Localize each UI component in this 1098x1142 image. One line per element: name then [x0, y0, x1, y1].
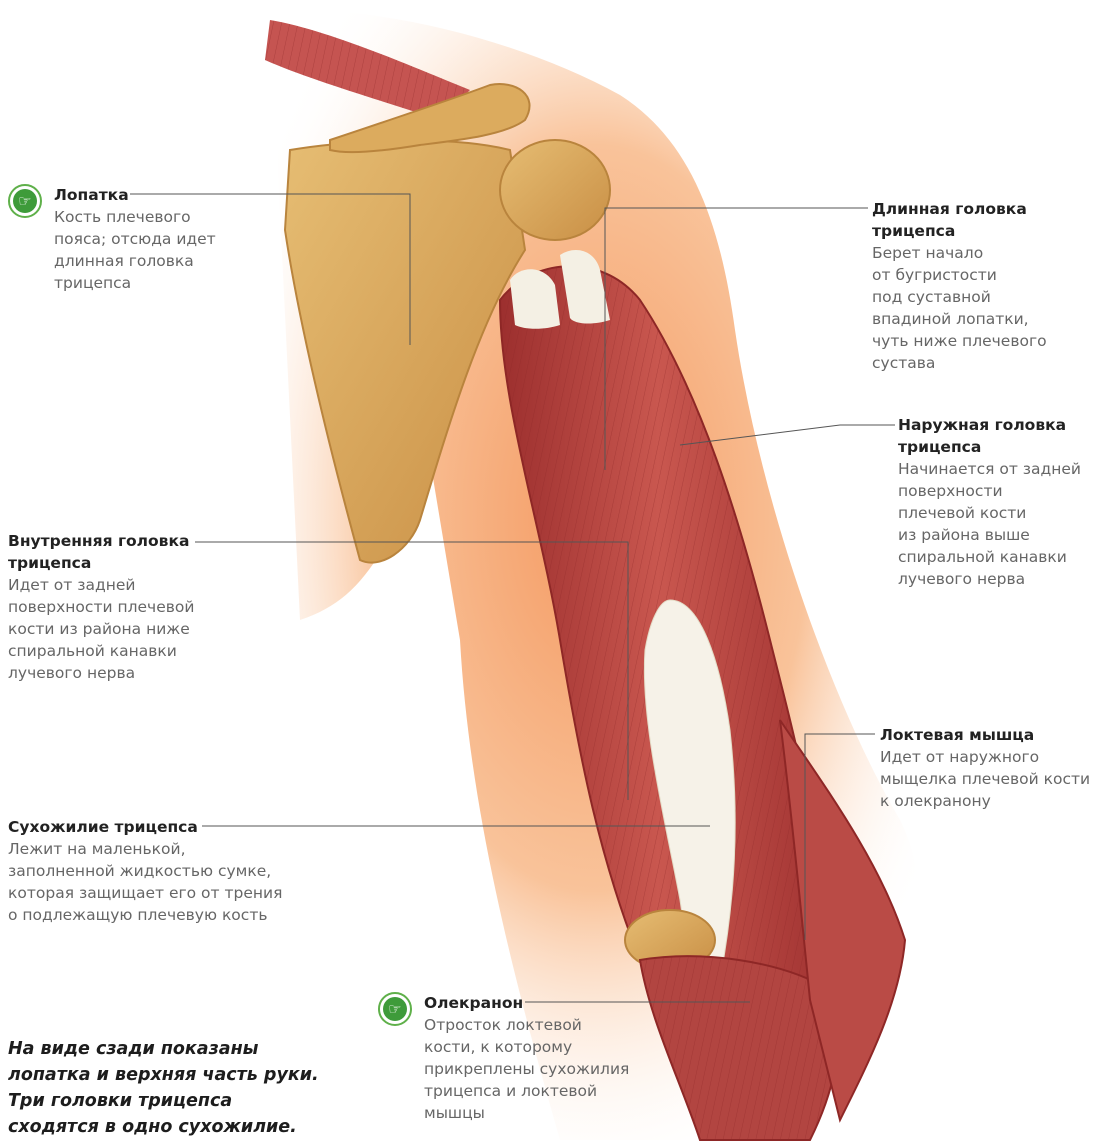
label-title: Олекранон [424, 994, 524, 1012]
pointing-hand-icon: ☞ [8, 184, 42, 218]
leader-line-scapula [130, 193, 411, 345]
label-title: Внутренняя головка трицепса [8, 532, 190, 572]
label-description: Лежит на маленькой, заполненной жидкость… [8, 840, 283, 924]
label-title: Сухожилие трицепса [8, 818, 198, 836]
leader-line-anconeus [804, 733, 875, 940]
label-description: Начинается от задней поверхности плечево… [898, 460, 1081, 588]
leader-line-lateral-head [679, 424, 895, 446]
trapezius-fibers [265, 20, 470, 120]
lateral-head-origin-tendon [560, 250, 610, 324]
label-description: Идет от наружного мыщелка плечевой кости… [880, 748, 1091, 810]
humeral-head [499, 139, 611, 241]
long-head-origin-tendon [510, 269, 560, 329]
label-title: Локтевая мышца [880, 726, 1035, 744]
figure-caption: На виде сзади показаны лопатка и верхняя… [8, 1039, 319, 1137]
leader-line-medial-head [195, 541, 629, 800]
label-olecranon: Олекранон Отросток локтевой кости, к кот… [424, 992, 629, 1124]
label-medial-head: Внутренняя головка трицепса Идет от задн… [8, 530, 194, 684]
leader-line-long-head [604, 207, 868, 470]
acromion [329, 83, 531, 154]
label-description: Отросток локтевой кости, к которому прик… [424, 1016, 630, 1122]
label-description: Берет начало от бугристости под суставно… [872, 244, 1047, 372]
scapula-bone [283, 139, 527, 564]
label-lateral-head: Наружная головка трицепса Начинается от … [898, 414, 1081, 590]
label-title: Лопатка [54, 186, 129, 204]
label-description: Идет от задней поверхности плечевой кост… [8, 576, 195, 682]
leader-lines [130, 193, 895, 1003]
label-long-head: Длинная головка трицепса Берет начало от… [872, 198, 1047, 374]
label-anconeus: Локтевая мышца Идет от наружного мыщелка… [880, 724, 1090, 812]
label-title: Наружная головка трицепса [898, 416, 1067, 456]
pointing-hand-icon: ☞ [378, 992, 412, 1026]
label-description: Кость плечевого пояса; отсюда идет длинн… [54, 208, 216, 292]
label-tendon: Сухожилие трицепса Лежит на маленькой, з… [8, 816, 282, 926]
label-scapula: Лопатка Кость плечевого пояса; отсюда ид… [54, 184, 216, 294]
label-title: Длинная головка трицепса [872, 200, 1027, 240]
forearm-muscle-lateral [779, 719, 907, 1123]
